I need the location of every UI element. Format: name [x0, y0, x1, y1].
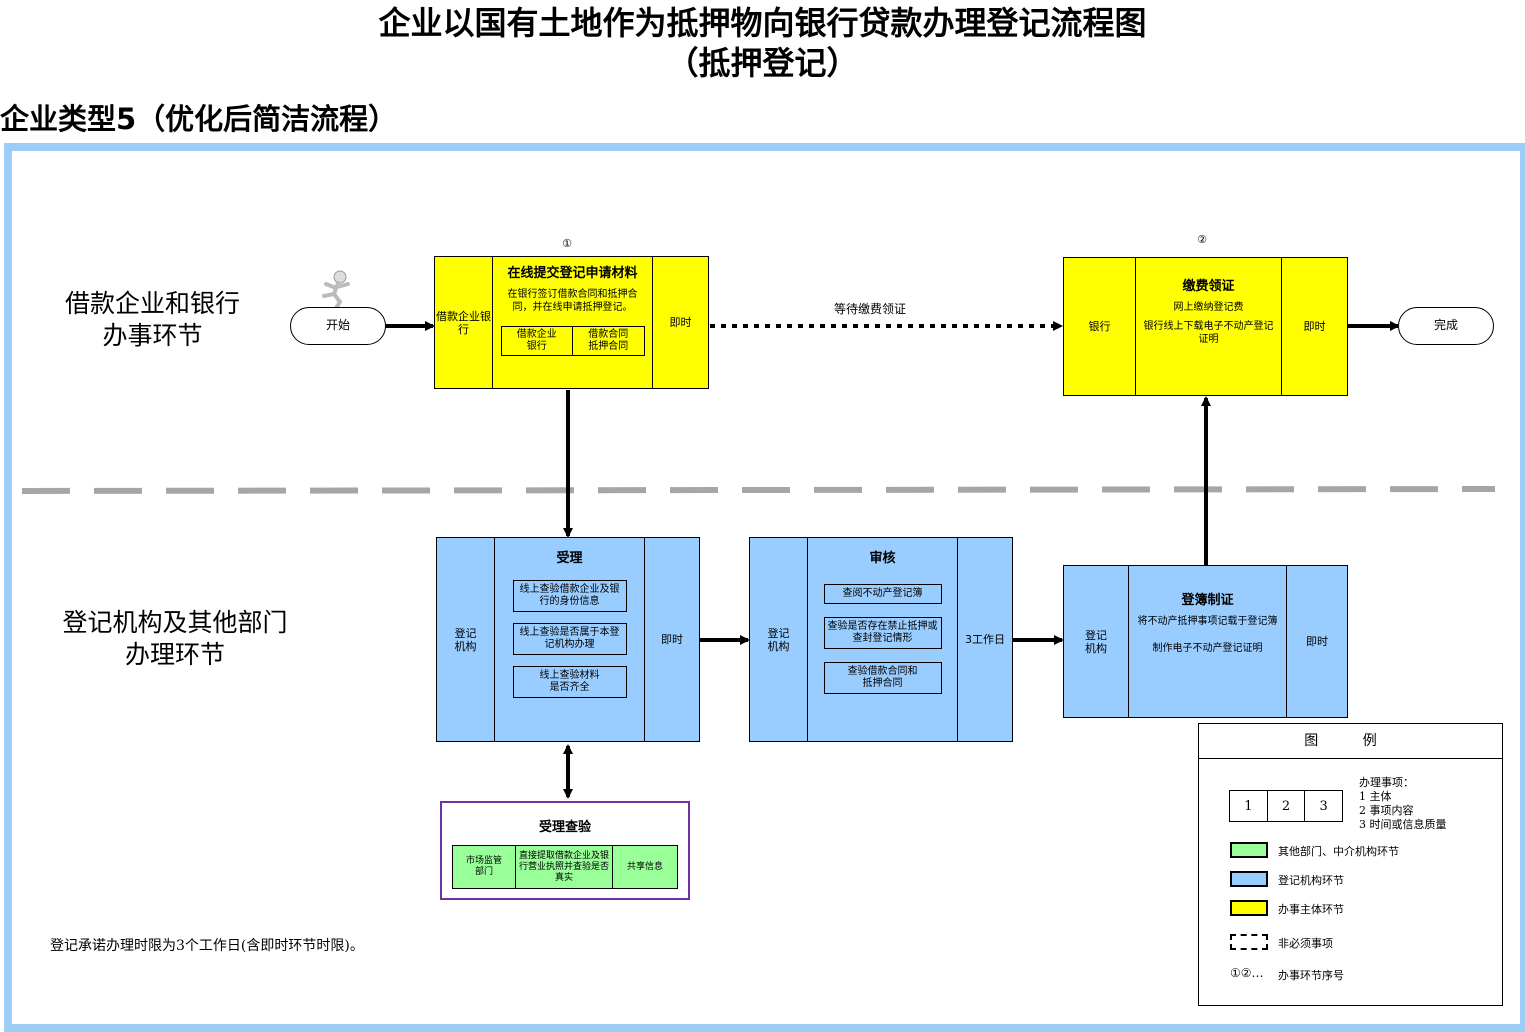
step2-subject: 银行: [1064, 258, 1136, 395]
legend-cell: 2: [1268, 791, 1306, 821]
lane-label-bottom: 登记机构及其他部门 办理环节: [62, 608, 288, 669]
legend-yellow-label: 办事主体环节: [1278, 903, 1344, 916]
step2-title: 缴费领证: [1182, 279, 1235, 294]
section-subtitle: 企业类型5（优化后简洁流程）: [0, 102, 398, 136]
review-item: 查验是否存在禁止抵押或查封登记情形: [823, 617, 942, 649]
step1-box: 借款企业银行 在线提交登记申请材料 在银行签订借款合同和抵押合同，并在线申请抵押…: [434, 256, 709, 389]
accept-box: 登记 机构 受理 线上查验借款企业及银行的身份信息 线上查验是否属于本登记机构办…: [436, 537, 700, 742]
verify-row: 市场监管 部门 直接提取借款企业及银行营业执照并查验是否真实 共享信息: [452, 845, 678, 889]
legend-cell: 3: [1319, 798, 1328, 814]
step1-subject: 借款企业银行: [435, 257, 493, 388]
legend-swatch-dashed: [1230, 934, 1268, 950]
register-title: 登簿制证: [1181, 593, 1234, 608]
verify-cell: 直接提取借款企业及银行营业执照并查验是否真实: [516, 846, 613, 888]
register-time: 即时: [1306, 635, 1328, 648]
accept-title: 受理: [556, 551, 583, 566]
register-line: 制作电子不动产登记证明: [1152, 643, 1263, 654]
legend-green-label: 其他部门、中介机构环节: [1278, 845, 1399, 858]
step2-time: 即时: [1303, 320, 1326, 333]
review-title: 审核: [869, 551, 896, 566]
step1-item: 借款合同 抵押合同: [588, 329, 629, 352]
step1-number: ①: [562, 237, 572, 250]
verify-box: 受理查验 市场监管 部门 直接提取借款企业及银行营业执照并查验是否真实 共享信息: [440, 801, 690, 900]
legend-seq-symbol: ①②…: [1230, 966, 1264, 980]
register-content-cell: 登簿制证 将不动产抵押事项记载于登记簿 制作电子不动产登记证明: [1129, 566, 1287, 717]
step2-content-cell: 缴费领证 网上缴纳登记费 银行线上下载电子不动产登记证明: [1136, 258, 1282, 395]
verify-cell: 共享信息: [626, 861, 663, 872]
review-content-cell: 审核 查阅不动产登记簿 查验是否存在禁止抵押或查封登记情形 查验借款合同和 抵押…: [808, 538, 958, 741]
legend-items-entry: 3 时间或信息质量: [1359, 818, 1447, 831]
legend: 图 例 1 2 3 办理事项： 1 主体 2 事项内容 3 时间或信息质量 其他…: [1198, 723, 1503, 1006]
verify-title: 受理查验: [538, 820, 591, 835]
accept-content-cell: 受理 线上查验借款企业及银行的身份信息 线上查验是否属于本登记机构办理 线上查验…: [495, 538, 645, 741]
step2-box: 银行 缴费领证 网上缴纳登记费 银行线上下载电子不动产登记证明 即时: [1063, 257, 1348, 396]
step2-line: 网上缴纳登记费: [1173, 302, 1244, 313]
accept-subject: 登记 机构: [437, 538, 495, 741]
step1-title: 在线提交登记申请材料: [507, 266, 638, 281]
end-node: 完成: [1398, 307, 1494, 345]
step2-line: 银行线上下载电子不动产登记证明: [1143, 321, 1274, 345]
register-line: 将不动产抵押事项记载于登记簿: [1137, 616, 1278, 627]
legend-seq-label: 办事环节序号: [1278, 969, 1344, 982]
wait-label: 等待缴费领证: [833, 302, 906, 316]
runner-icon: [322, 270, 350, 310]
review-time: 3工作日: [965, 633, 1005, 646]
legend-blue-label: 登记机构环节: [1278, 874, 1344, 887]
page-title-sub: （抵押登记）: [666, 44, 859, 82]
review-subject: 登记 机构: [750, 538, 808, 741]
accept-item: 线上查验材料 是否齐全: [512, 666, 627, 698]
step1-content: 在银行签订借款合同和抵押合同，并在线申请抵押登记。: [507, 289, 638, 313]
step1-time: 即时: [669, 316, 692, 329]
review-item: 查阅不动产登记簿: [823, 584, 942, 604]
legend-title: 图 例: [1199, 724, 1502, 759]
review-item: 查验借款合同和 抵押合同: [823, 662, 942, 694]
step2-number: ②: [1197, 233, 1207, 246]
legend-dashed-label: 非必须事项: [1278, 937, 1333, 950]
legend-swatch-blue: [1230, 871, 1268, 887]
register-box: 登记 机构 登簿制证 将不动产抵押事项记载于登记簿 制作电子不动产登记证明 即时: [1063, 565, 1348, 718]
register-subject: 登记 机构: [1064, 566, 1129, 717]
step1-item: 借款企业 银行: [502, 327, 573, 355]
legend-items: 办理事项： 1 主体 2 事项内容 3 时间或信息质量: [1359, 776, 1447, 832]
legend-items-entry: 1 主体: [1359, 790, 1392, 803]
step1-items: 借款企业 银行 借款合同 抵押合同: [500, 326, 645, 356]
legend-items-title: 办理事项：: [1359, 776, 1414, 789]
lane-divider: [21, 486, 1496, 494]
legend-item-cells: 1 2 3: [1229, 790, 1343, 822]
time-limit-note: 登记承诺办理时限为3个工作日(含即时环节时限)。: [50, 938, 364, 954]
start-node: 开始: [290, 307, 386, 345]
lane-label-top: 借款企业和银行 办事环节: [64, 289, 240, 350]
step1-content-cell: 在线提交登记申请材料 在银行签订借款合同和抵押合同，并在线申请抵押登记。 借款企…: [493, 257, 653, 388]
accept-item: 线上查验借款企业及银行的身份信息: [512, 580, 627, 612]
legend-swatch-yellow: [1230, 900, 1268, 916]
accept-item: 线上查验是否属于本登记机构办理: [512, 623, 627, 655]
accept-time: 即时: [661, 633, 683, 646]
review-box: 登记 机构 审核 查阅不动产登记簿 查验是否存在禁止抵押或查封登记情形 查验借款…: [749, 537, 1013, 742]
legend-cell: 1: [1230, 791, 1268, 821]
legend-swatch-green: [1230, 842, 1268, 858]
page-title: 企业以国有土地作为抵押物向银行贷款办理登记流程图: [378, 4, 1147, 42]
legend-items-entry: 2 事项内容: [1359, 804, 1414, 817]
verify-cell: 市场监管 部门: [453, 846, 516, 888]
